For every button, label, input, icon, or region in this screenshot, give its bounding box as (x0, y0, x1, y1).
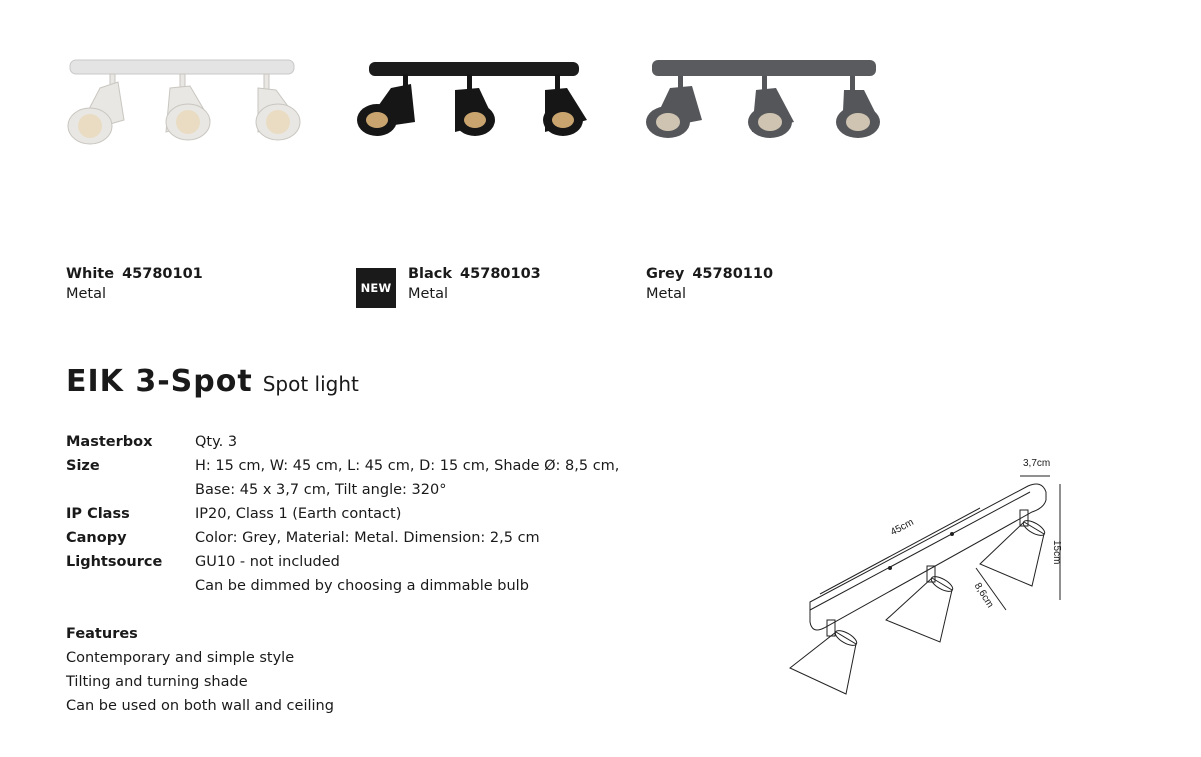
feature-item: Contemporary and simple style (66, 650, 295, 666)
feature-item: Can be used on both wall and ceiling (66, 698, 334, 714)
spec-label: Lightsource (66, 554, 163, 570)
features-heading: Features (66, 626, 138, 642)
variant-material: Metal (408, 286, 449, 302)
variant-white: White 45780101 Metal (66, 264, 203, 304)
variant-color: Grey (646, 266, 685, 282)
variant-code: 45780103 (460, 266, 541, 282)
variant-code: 45780101 (122, 266, 203, 282)
feature-item: Tilting and turning shade (66, 674, 248, 690)
variant-color: Black (408, 266, 453, 282)
spec-value: GU10 - not included (195, 554, 340, 570)
features-list: Features Contemporary and simple style T… (66, 622, 334, 718)
variant-black: Black 45780103 Metal (408, 264, 541, 304)
dim-depth: 3,7cm (1023, 458, 1051, 469)
product-image-black (355, 50, 595, 160)
product-name: EIK 3-Spot (66, 364, 253, 399)
spec-label: Masterbox (66, 434, 153, 450)
dimension-drawing: 3,7cm 45cm 15cm 8,6cm (780, 450, 1080, 700)
variant-material: Metal (646, 286, 687, 302)
spec-value: Can be dimmed by choosing a dimmable bul… (195, 578, 529, 594)
spec-value: H: 15 cm, W: 45 cm, L: 45 cm, D: 15 cm, … (195, 458, 620, 474)
variant-code: 45780110 (692, 266, 774, 282)
spec-value: Color: Grey, Material: Metal. Dimension:… (195, 530, 540, 546)
product-title: EIK 3-Spot Spot light (66, 364, 359, 399)
new-badge: NEW (356, 268, 396, 308)
product-image-white (62, 50, 302, 160)
product-type: Spot light (262, 372, 359, 396)
spec-label: Canopy (66, 530, 127, 546)
variant-grey: Grey 45780110 Metal (646, 264, 773, 304)
product-image-grey (644, 50, 884, 160)
spec-label: IP Class (66, 506, 130, 522)
spec-value: IP20, Class 1 (Earth contact) (195, 506, 402, 522)
variant-color: White (66, 266, 115, 282)
variant-material: Metal (66, 286, 107, 302)
spec-value: Qty. 3 (195, 434, 238, 450)
dim-height: 15cm (1051, 540, 1062, 565)
spec-label: Size (66, 458, 100, 474)
spec-value: Base: 45 x 3,7 cm, Tilt angle: 320° (195, 482, 447, 498)
